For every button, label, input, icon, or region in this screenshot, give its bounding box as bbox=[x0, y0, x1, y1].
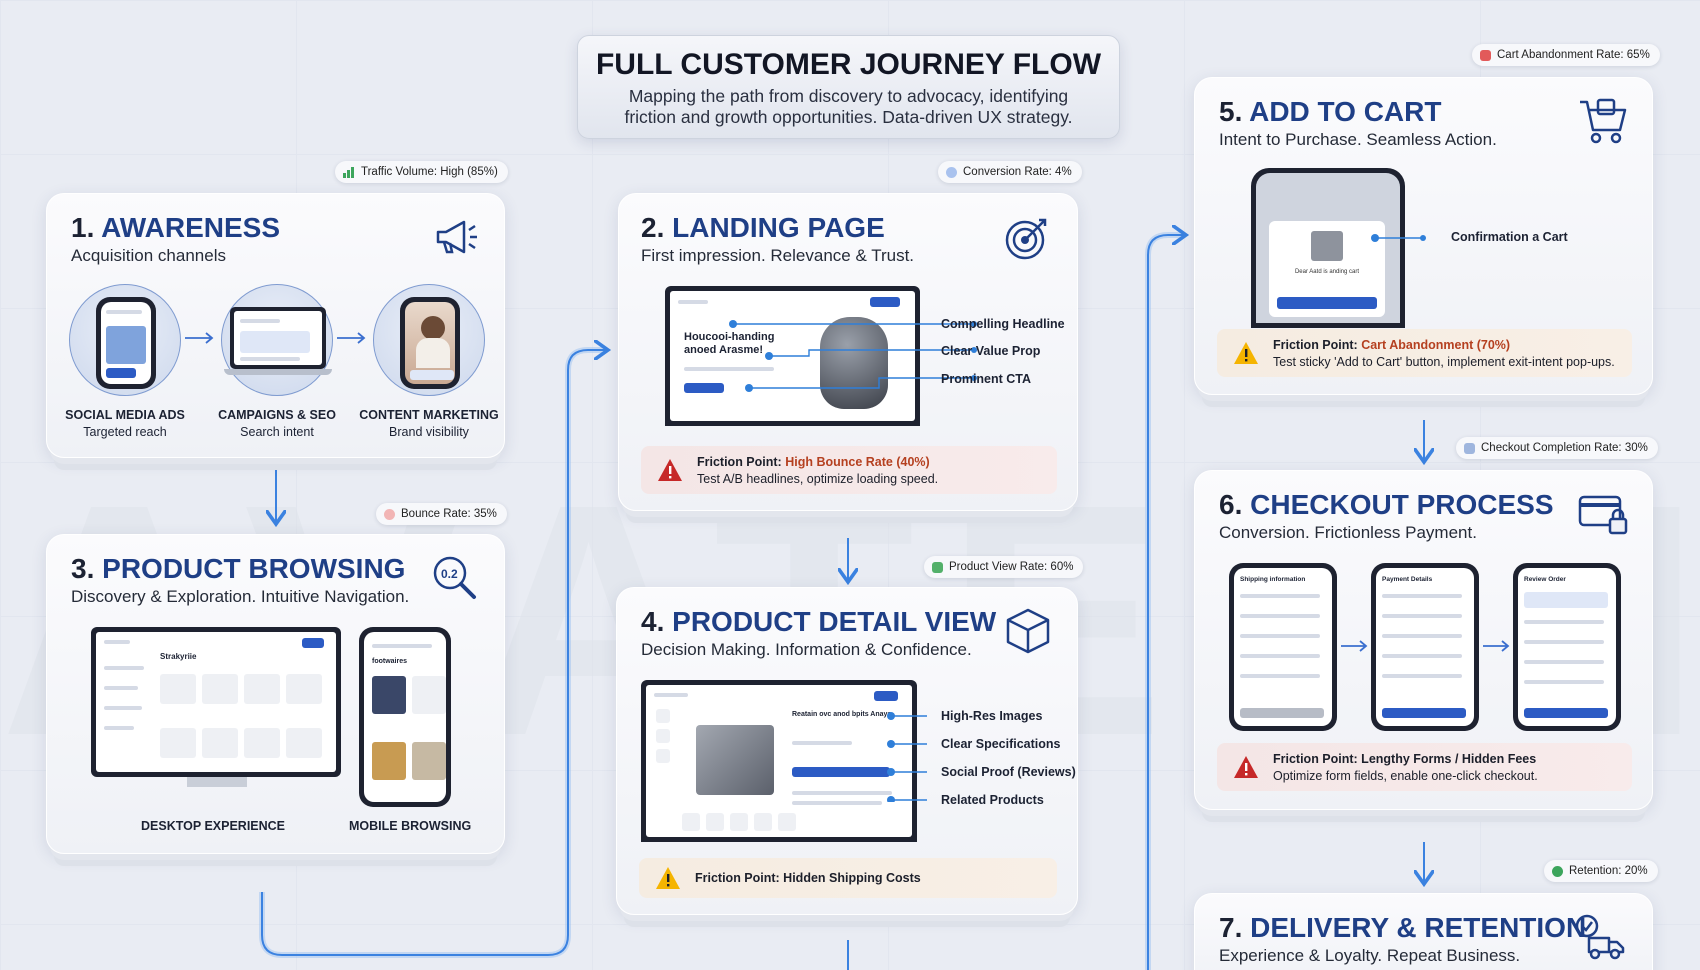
stage-subtitle: Acquisition channels bbox=[71, 246, 226, 265]
callout-social-proof: Social Proof (Reviews) bbox=[941, 765, 1076, 779]
callout-clear-specifications: Clear Specifications bbox=[941, 737, 1061, 751]
mock-category-title: Strakyriie bbox=[160, 652, 197, 661]
svg-text:0.2: 0.2 bbox=[441, 567, 458, 581]
callout-related-products: Related Products bbox=[941, 793, 1044, 807]
metric-conversion: Conversion Rate: 4% bbox=[938, 161, 1082, 183]
social-media-ads-visual bbox=[69, 284, 181, 396]
retention-icon bbox=[1552, 865, 1563, 877]
mock-mobile-title: footwaires bbox=[372, 658, 408, 665]
friction-point-landing: Friction Point: High Bounce Rate (40%)Te… bbox=[641, 446, 1057, 494]
warning-icon bbox=[1234, 342, 1258, 364]
friction-point-cart: Friction Point: Cart Abandonment (70%)Te… bbox=[1217, 329, 1632, 377]
metric-traffic: Traffic Volume: High (85%) bbox=[335, 161, 508, 183]
warning-icon bbox=[658, 459, 682, 481]
bounce-icon bbox=[384, 508, 395, 520]
stage-subtitle: Experience & Loyalty. Repeat Business. bbox=[1219, 946, 1521, 965]
stage-title: 1. AWARENESS bbox=[71, 212, 281, 243]
mock-headline: Houcooi-handing anoed Arasme! bbox=[684, 331, 775, 357]
checkout-screen-review: Review Order bbox=[1513, 563, 1621, 731]
laptop-mockup bbox=[224, 307, 332, 381]
arrow-right-icon bbox=[1341, 640, 1368, 652]
callout-lines bbox=[729, 320, 977, 392]
metric-cart-abandonment: Cart Abandonment Rate: 65% bbox=[1472, 44, 1660, 66]
desktop-stand bbox=[187, 777, 247, 787]
stage-checkout-card: 6. CHECKOUT PROCESS Conversion. Friction… bbox=[1194, 470, 1653, 810]
warning-icon bbox=[1234, 756, 1258, 778]
cart-icon bbox=[1580, 98, 1627, 144]
cart-modal: Dear Aatd is anding cart bbox=[1269, 221, 1385, 317]
metric-retention: Retention: 20% bbox=[1544, 860, 1658, 882]
desktop-experience-label: DESKTOP EXPERIENCE bbox=[141, 819, 286, 833]
stage-delivery-card: 7. DELIVERY & RETENTION Experience & Loy… bbox=[1194, 893, 1653, 970]
callout-compelling-headline: Compelling Headline bbox=[941, 317, 1065, 331]
stage-product-browsing-card: 3. PRODUCT BROWSING Discovery & Explorat… bbox=[46, 534, 505, 854]
stage-title: 5. ADD TO CART bbox=[1219, 96, 1442, 127]
page-title: FULL CUSTOMER JOURNEY FLOW bbox=[595, 48, 1102, 81]
stage-title: 4. PRODUCT DETAIL VIEW bbox=[641, 606, 997, 637]
callout-high-res-images: High-Res Images bbox=[941, 709, 1043, 723]
checkout-screen-shipping: Shipping information bbox=[1229, 563, 1337, 731]
metric-bounce: Bounce Rate: 35% bbox=[376, 503, 507, 525]
arrow-right-icon bbox=[185, 332, 214, 344]
stage-subtitle: Discovery & Exploration. Intuitive Navig… bbox=[71, 587, 410, 606]
phone-mockup bbox=[400, 297, 460, 389]
warning-icon bbox=[656, 867, 680, 889]
stage-title: 3. PRODUCT BROWSING bbox=[71, 553, 406, 584]
stage-product-detail-card: 4. PRODUCT DETAIL VIEW Decision Making. … bbox=[616, 587, 1078, 915]
bar-chart-icon bbox=[343, 166, 354, 178]
target-icon bbox=[1005, 218, 1047, 260]
stage-subtitle: First impression. Relevance & Trust. bbox=[641, 246, 915, 265]
stage-subtitle: Decision Making. Information & Confidenc… bbox=[641, 640, 972, 659]
callout-confirmation-cart: Confirmation a Cart bbox=[1451, 230, 1568, 244]
search-data-icon: 0.2 bbox=[433, 556, 476, 599]
callout-dots bbox=[887, 712, 927, 802]
stage-landing-page-card: 2. LANDING PAGE First impression. Releva… bbox=[618, 193, 1078, 511]
box-icon bbox=[1006, 608, 1050, 654]
megaphone-icon bbox=[436, 220, 477, 254]
alert-icon bbox=[1480, 49, 1491, 61]
stage-title: 2. LANDING PAGE bbox=[641, 212, 885, 243]
campaigns-seo-visual bbox=[221, 284, 333, 396]
trend-icon bbox=[932, 561, 943, 573]
stage-subtitle: Conversion. Frictionless Payment. bbox=[1219, 523, 1477, 542]
callout-line bbox=[1371, 234, 1426, 242]
metric-product-view: Product View Rate: 60% bbox=[924, 556, 1084, 578]
content-marketing-visual bbox=[373, 284, 485, 396]
stage-subtitle: Intent to Purchase. Seamless Action. bbox=[1219, 130, 1497, 149]
card-small-icon bbox=[1464, 442, 1475, 454]
mobile-browsing-label: MOBILE BROWSING bbox=[349, 819, 472, 833]
checkout-screen-payment: Payment Details bbox=[1371, 563, 1479, 731]
mock-modal-text: Dear Aatd is anding cart bbox=[1294, 269, 1360, 275]
callout-clear-value-prop: Clear Value Prop bbox=[941, 344, 1041, 358]
friction-point-checkout: Friction Point: Lengthy Forms / Hidden F… bbox=[1217, 743, 1632, 791]
arrow-right-icon bbox=[1483, 640, 1510, 652]
mobile-mockup: footwaires bbox=[359, 627, 451, 807]
desktop-mockup: Strakyriie bbox=[91, 627, 341, 777]
product-detail-mockup: Reatain ovc anod bpits Anays bbox=[641, 680, 917, 842]
friction-point-detail: Friction Point: Hidden Shipping Costs bbox=[639, 858, 1057, 898]
card-lock-icon bbox=[1578, 495, 1628, 535]
stage-add-to-cart-card: 5. ADD TO CART Intent to Purchase. Seaml… bbox=[1194, 77, 1653, 395]
metric-checkout-completion: Checkout Completion Rate: 30% bbox=[1456, 437, 1658, 459]
circle-icon bbox=[946, 166, 957, 178]
header-panel: FULL CUSTOMER JOURNEY FLOW Mapping the p… bbox=[577, 35, 1120, 139]
stage-awareness-card: 1. AWARENESS Acquisition channels SOCIAL… bbox=[46, 193, 505, 458]
landing-page-mockup: Houcooi-handing anoed Arasme! bbox=[665, 286, 920, 426]
delivery-truck-icon bbox=[1575, 914, 1625, 960]
page-subtitle: Mapping the path from discovery to advoc… bbox=[624, 86, 1073, 127]
callout-prominent-cta: Prominent CTA bbox=[941, 372, 1032, 386]
mock-product-title: Reatain ovc anod bpits Anays bbox=[792, 711, 892, 718]
cart-phone-mockup: Dear Aatd is anding cart bbox=[1251, 168, 1405, 328]
stage-title: 6. CHECKOUT PROCESS bbox=[1219, 489, 1554, 520]
stage-title: 7. DELIVERY & RETENTION bbox=[1219, 912, 1587, 943]
phone-mockup bbox=[96, 297, 156, 389]
arrow-right-icon bbox=[337, 332, 366, 344]
